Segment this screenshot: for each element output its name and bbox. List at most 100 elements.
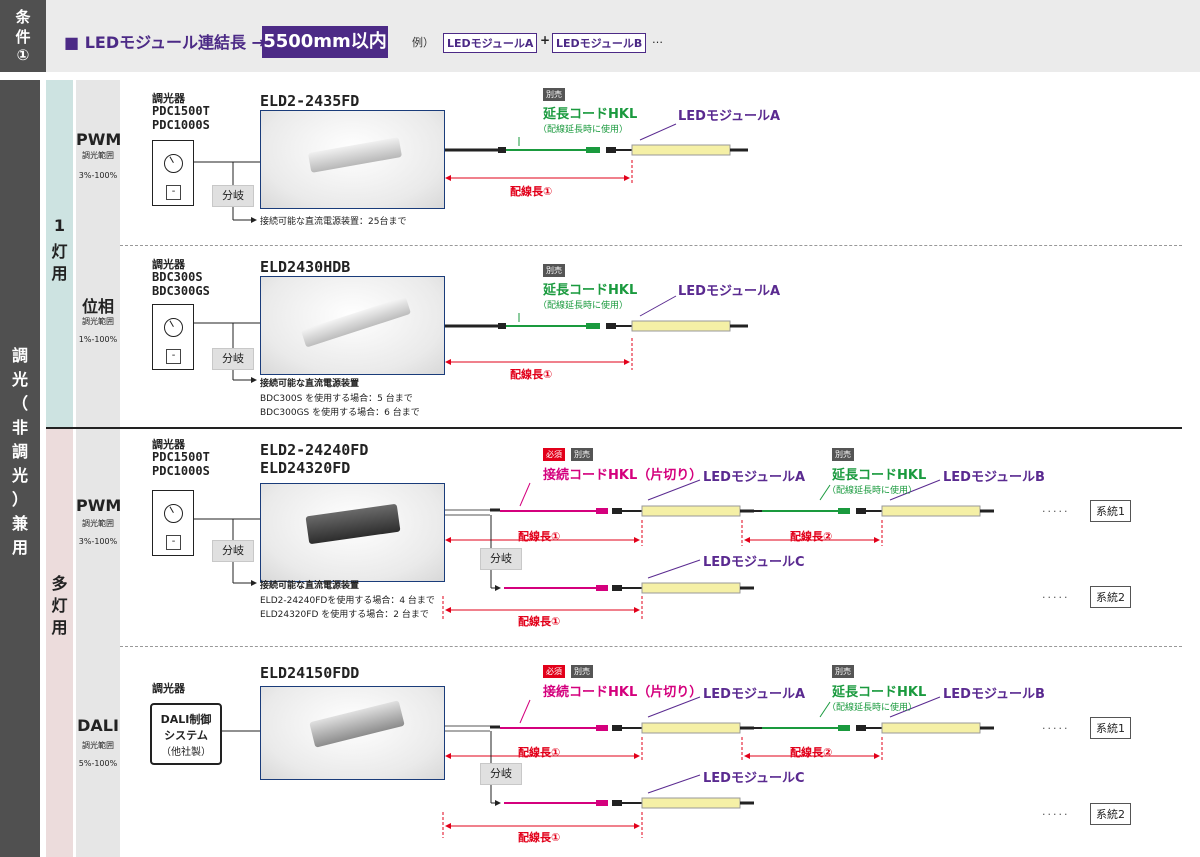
sold-separately-badge: 別売 <box>571 665 593 678</box>
section-1-wiring <box>192 123 748 223</box>
side-char: （ <box>11 394 28 413</box>
condition-char: ① <box>16 46 30 64</box>
mode-column-bottom <box>76 428 120 857</box>
group-char: 多 <box>51 574 68 593</box>
product-name: ELD2-2435FD <box>260 92 360 110</box>
mode-range-label: 調光範囲 <box>82 317 114 326</box>
dimming-side-label: 調 光 （ 非 調 光 ） 兼 用 <box>0 80 40 857</box>
length-1-label: 配線長① <box>510 185 553 198</box>
connection-note: BDC300GS を使用する場合：6 台まで <box>260 408 420 418</box>
example-label: 例） <box>412 36 434 49</box>
connection-note: 接続可能な直流電源装置 <box>260 379 360 389</box>
length-1-label: 配線長① <box>518 746 561 759</box>
switch-button: - <box>166 185 181 200</box>
switch-button: - <box>166 349 181 364</box>
required-badge: 必須 <box>543 665 565 678</box>
dimmer-knob-icon <box>164 318 183 337</box>
side-char: 光 <box>11 370 28 389</box>
module-c-label: LEDモジュールC <box>703 771 805 786</box>
connection-cord-label: 接続コードHKL（片切り） <box>543 685 703 700</box>
dimmer-label: 調光器 <box>152 92 185 105</box>
length-2-label: 配線長② <box>790 530 833 543</box>
extension-cord-note: （配線延長時に使用） <box>538 301 629 311</box>
dali-control-system: DALI制御 システム （他社製） <box>150 703 222 765</box>
connection-note: BDC300S を使用する場合：5 台まで <box>260 394 413 404</box>
group-single-light: 1 灯 用 <box>46 80 73 428</box>
dimmer-switch: - <box>152 140 194 206</box>
dali-line: （他社製） <box>161 747 211 758</box>
mode-name: 位相 <box>81 297 114 316</box>
dimmer-knob-icon <box>164 154 183 173</box>
continuation-dots: ····· <box>1042 591 1070 604</box>
knob-indicator <box>169 156 174 163</box>
dimmer-switch: - <box>152 304 194 370</box>
module-a-label: LEDモジュールA <box>678 284 781 299</box>
mode-range-label: 調光範囲 <box>82 519 114 528</box>
product-photo <box>260 276 445 375</box>
branch-label: 分岐 <box>212 540 254 562</box>
side-char: 調 <box>11 442 28 461</box>
extension-cord-label: 延長コードHKL <box>543 107 638 122</box>
module-c-label: LEDモジュールC <box>703 555 805 570</box>
dimmer-model: PDC1500T <box>152 104 210 118</box>
system-2-label: 系統2 <box>1090 803 1131 825</box>
dimmer-model: BDC300S <box>152 270 203 284</box>
branch-label: 分岐 <box>212 348 254 370</box>
system-1-label: 系統1 <box>1090 717 1131 739</box>
continuation-dots: ····· <box>1042 505 1070 518</box>
dimmer-label: 調光器 <box>152 438 185 451</box>
example-module-b: LEDモジュールB <box>552 33 647 53</box>
mode-range-label: 調光範囲 <box>82 151 114 160</box>
length-1-label: 配線長① <box>518 530 561 543</box>
dali-line: システム <box>164 729 208 742</box>
system-2-label: 系統2 <box>1090 586 1131 608</box>
group-char: 灯 <box>51 596 68 615</box>
dali-line: DALI制御 <box>160 713 212 726</box>
sold-separately-badge: 別売 <box>543 88 565 101</box>
branch-label: 分岐 <box>480 548 522 570</box>
dimmer-model: PDC1500T <box>152 450 210 464</box>
continuation-dots: ····· <box>1042 808 1070 821</box>
example-module-a: LEDモジュールA <box>443 33 538 53</box>
branch-label: 分岐 <box>480 763 522 785</box>
dimmer-model: BDC300GS <box>152 284 210 298</box>
length-limit-box: 5500mm以内 <box>262 26 388 58</box>
dimmer-label: 調光器 <box>152 682 185 695</box>
extension-cord-label: 延長コードHKL <box>832 685 927 700</box>
module-a-label: LEDモジュールA <box>703 470 806 485</box>
extension-cord-label: 延長コードHKL <box>543 283 638 298</box>
section-divider <box>120 646 1182 647</box>
power-supply-image <box>307 137 403 173</box>
product-name: ELD2430HDB <box>260 258 351 276</box>
extension-cord-note: （配線延長時に使用） <box>538 125 629 135</box>
sold-separately-badge: 別売 <box>832 665 854 678</box>
sold-separately-badge: 別売 <box>571 448 593 461</box>
product-name: ELD2-24240FD <box>260 441 369 459</box>
group-multi-light: 多 灯 用 <box>46 428 73 857</box>
condition-title: ■ LEDモジュール連結長 → <box>64 33 265 52</box>
mode-name: PWM <box>76 130 122 149</box>
sold-separately-badge: 別売 <box>832 448 854 461</box>
module-a-label: LEDモジュールA <box>703 687 806 702</box>
sold-separately-badge: 別売 <box>543 264 565 277</box>
side-char: ） <box>11 490 28 509</box>
group-char: 用 <box>51 264 68 283</box>
module-a-label: LEDモジュールA <box>678 109 781 124</box>
extension-cord-note: （配線延長時に使用） <box>827 703 918 713</box>
dimmer-model: PDC1000S <box>152 118 210 132</box>
connection-note: ELD2-24240FDを使用する場合：4 台まで <box>260 596 435 606</box>
section-3-wiring <box>192 479 994 620</box>
module-b-label: LEDモジュールB <box>943 687 1045 702</box>
connection-cord-label: 接続コードHKL（片切り） <box>543 468 703 483</box>
dimmer-label: 調光器 <box>152 258 185 271</box>
length-2-label: 配線長② <box>790 746 833 759</box>
branch-label: 分岐 <box>212 185 254 207</box>
connection-note: ELD24320FD を使用する場合：2 台まで <box>260 610 429 620</box>
product-photo <box>260 686 445 780</box>
length-1-label: 配線長① <box>518 831 561 844</box>
group-char: 灯 <box>51 242 68 261</box>
condition-char: 件 <box>15 28 31 46</box>
group-char: 1 <box>53 216 66 235</box>
required-badge: 必須 <box>543 448 565 461</box>
